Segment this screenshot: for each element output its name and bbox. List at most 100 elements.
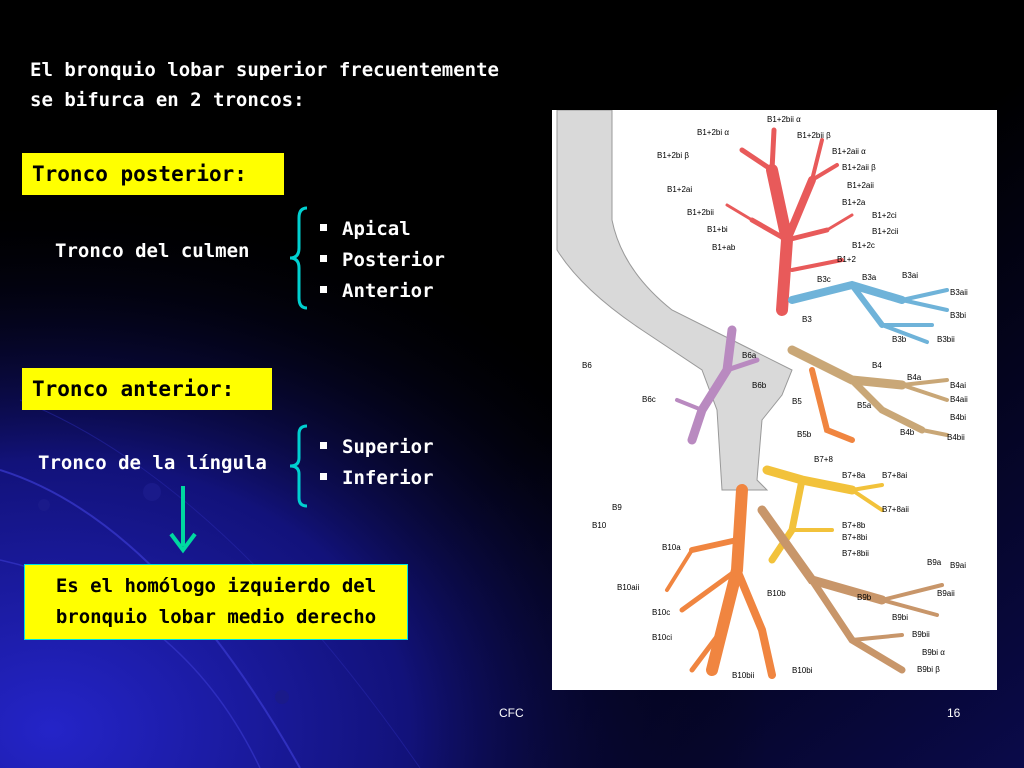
svg-text:B10ci: B10ci [652,633,672,642]
svg-text:B9bi α: B9bi α [922,648,945,657]
svg-text:B6: B6 [582,361,592,370]
down-arrow-icon [169,486,197,554]
svg-text:B10a: B10a [662,543,681,552]
svg-text:B7+8aii: B7+8aii [882,505,909,514]
page-number: 16 [947,706,961,720]
svg-text:B6a: B6a [742,351,757,360]
intro-text: El bronquio lobar superior frecuentement… [30,55,570,115]
svg-text:B9: B9 [612,503,622,512]
svg-text:B5a: B5a [857,401,872,410]
svg-text:B1+2: B1+2 [837,255,856,264]
svg-text:B9bii: B9bii [912,630,930,639]
svg-text:B10: B10 [592,521,607,530]
bullet-icon [320,224,327,231]
svg-text:B1+2bi α: B1+2bi α [697,128,729,137]
svg-text:B3bii: B3bii [937,335,955,344]
svg-text:B6b: B6b [752,381,767,390]
bronchial-tree-illustration: B1+2bii α B1+2bi α B1+2bii β B1+2bi β B1… [552,110,997,690]
svg-text:B10c: B10c [652,608,670,617]
lingula-brace-icon [289,424,308,508]
list-item: Inferior [320,463,434,494]
list-item: Posterior [320,245,445,276]
bullet-icon [320,286,327,293]
svg-text:B9bi: B9bi [892,613,908,622]
posterior-trunk-heading: Tronco posterior: [22,153,284,195]
culmen-trunk-label: Tronco del culmen [55,240,250,262]
intro-line-2: se bifurca en 2 troncos: [30,89,305,111]
svg-text:B7+8bi: B7+8bi [842,533,867,542]
svg-text:B5: B5 [792,397,802,406]
basal-anterior-branches [762,465,884,564]
svg-text:B5b: B5b [797,430,812,439]
svg-text:B7+8ai: B7+8ai [882,471,907,480]
svg-text:B1+2cii: B1+2cii [872,227,899,236]
list-item: Anterior [320,276,445,307]
svg-text:B9aii: B9aii [937,589,955,598]
svg-text:B1+2bii: B1+2bii [687,208,714,217]
svg-text:B3: B3 [802,315,812,324]
svg-text:B1+2bii α: B1+2bii α [767,115,801,124]
svg-text:B3a: B3a [862,273,877,282]
svg-text:B4aii: B4aii [950,395,968,404]
apicoposterior-branches [725,127,854,316]
culmen-segment-list: Apical Posterior Anterior [320,214,445,307]
intro-line-1: El bronquio lobar superior frecuentement… [30,59,499,81]
svg-text:B1+2bii β: B1+2bii β [797,131,831,140]
svg-text:B1+2aii β: B1+2aii β [842,163,876,172]
basal-lateral-branches [757,505,944,674]
svg-text:B10bi: B10bi [792,666,813,675]
bullet-icon [320,255,327,262]
svg-text:B1+2bi β: B1+2bi β [657,151,689,160]
svg-text:B4: B4 [872,361,882,370]
svg-text:B4bii: B4bii [947,433,965,442]
svg-text:B4bi: B4bi [950,413,966,422]
svg-text:B9bi β: B9bi β [917,665,940,674]
culmen-brace-icon [289,206,308,310]
bullet-icon [320,473,327,480]
svg-text:B9b: B9b [857,593,872,602]
svg-text:B1+bi: B1+bi [707,225,728,234]
svg-text:B1+2aii α: B1+2aii α [832,147,866,156]
svg-text:B4ai: B4ai [950,381,966,390]
svg-text:B4b: B4b [900,428,915,437]
anterior-trunk-heading: Tronco anterior: [22,368,272,410]
svg-text:B3aii: B3aii [950,288,968,297]
figure-labels: B1+2bii α B1+2bi α B1+2bii β B1+2bi β B1… [582,115,968,680]
lingula-branches [787,345,949,443]
svg-text:B1+2ai: B1+2ai [667,185,692,194]
svg-text:B10bii: B10bii [732,671,754,680]
svg-text:B6c: B6c [642,395,656,404]
lingula-segment-list: Superior Inferior [320,432,434,494]
anterior-upper-branches [788,280,949,344]
svg-text:B9ai: B9ai [950,561,966,570]
svg-text:B9a: B9a [927,558,942,567]
svg-text:B7+8bii: B7+8bii [842,549,869,558]
bullet-icon [320,442,327,449]
superior-segment-branches [675,325,760,445]
svg-text:B4a: B4a [907,373,922,382]
svg-text:B3ai: B3ai [902,271,918,280]
svg-text:B1+2ci: B1+2ci [872,211,897,220]
svg-text:B3c: B3c [817,275,831,284]
svg-text:B1+2a: B1+2a [842,198,866,207]
lingula-trunk-label: Tronco de la língula [38,452,267,474]
svg-text:B7+8b: B7+8b [842,521,866,530]
svg-text:B1+2c: B1+2c [852,241,875,250]
svg-text:B3b: B3b [892,335,907,344]
footer-author: CFC [499,706,524,720]
main-bronchus-shape [556,110,793,491]
list-item: Superior [320,432,434,463]
svg-text:B1+2aii: B1+2aii [847,181,874,190]
list-item: Apical [320,214,445,245]
homolog-note-line-2: bronquio lobar medio derecho [55,606,377,628]
basal-posterior-branches [665,484,776,679]
svg-text:B3bi: B3bi [950,311,966,320]
homolog-note-line-1: Es el homólogo izquierdo del [55,575,377,597]
bronchial-tree-svg: B1+2bii α B1+2bi α B1+2bii β B1+2bi β B1… [556,110,968,680]
svg-text:B1+ab: B1+ab [712,243,736,252]
svg-text:B7+8a: B7+8a [842,471,866,480]
svg-text:B10aii: B10aii [617,583,639,592]
svg-text:B10b: B10b [767,589,786,598]
svg-text:B7+8: B7+8 [814,455,833,464]
homolog-note: Es el homólogo izquierdo del bronquio lo… [24,564,408,640]
